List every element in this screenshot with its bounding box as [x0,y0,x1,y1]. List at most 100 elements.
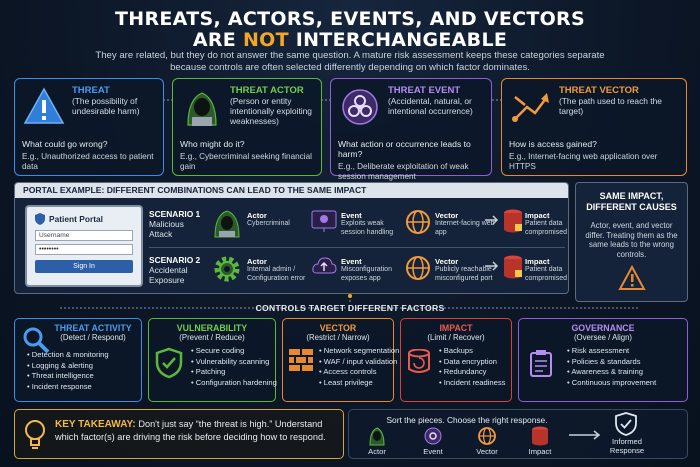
vector-desc: Internet-facing web app [435,220,495,236]
side-text: Actor, event, and vector differ. Treatin… [585,221,678,259]
card-threat-actor: THREAT ACTOR (Person or entity intention… [172,78,322,176]
magnifier-icon [23,327,50,354]
portal-title: Patient Portal [49,214,103,224]
card-title: THREAT [72,85,110,96]
card-question: Who might do it? [180,139,245,149]
subtitle: They are related, but they do not answer… [95,50,605,73]
control-item: Continuous improvement [567,378,681,389]
control-vulnerability: VULNERABILITY (Prevent / Reduce) Secure … [148,318,277,402]
card-title: THREAT EVENT [388,85,461,96]
vector-label: Vector [435,211,459,220]
control-item: Logging & alerting [27,361,135,372]
card-threat-vector: THREAT VECTOR (The path used to reach th… [501,78,687,176]
actor-desc: Internal admin / Configuration error [247,266,306,282]
card-question: How is access gained? [509,139,597,149]
control-item: Access controls [319,367,387,378]
card-example: E.g., Internet-facing web application ov… [509,152,658,171]
bug-screen-icon [311,210,337,232]
hacker-icon [187,92,217,126]
control-item: Threat intelligence [27,371,135,382]
divider [149,247,565,248]
database-lock-icon [504,255,522,279]
control-title: VECTOR [319,323,357,333]
control-item: Patching [191,367,269,378]
arrow-right-icon [569,430,601,440]
warning-icon [617,264,646,290]
cloud-upload-icon [312,257,337,274]
sort-item-event: Event [423,447,443,456]
control-item: Least privilege [319,378,387,389]
control-sub: (Prevent / Reduce) [179,333,245,342]
actor-label: Actor [247,211,267,220]
card-title: THREAT VECTOR [559,85,639,96]
control-item: Configuration hardening [191,378,277,389]
arrow-right-icon [485,261,499,271]
sort-pieces-box: Sort the pieces. Choose the right respon… [348,409,688,459]
event-desc: Exploits weak session handling [341,220,394,236]
database-restore-icon [408,349,430,373]
control-item: Policies & standards [567,357,681,368]
control-sub: (Restrict / Narrow) [306,333,370,342]
page-title-line2: ARE NOT INTERCHANGEABLE [0,29,700,51]
takeaway-text2: Understand which factor(s) are driving t… [55,419,326,442]
sort-result: Informed Response [609,437,645,455]
sort-item-impact: Impact [528,447,552,456]
password-field[interactable]: •••••••• [35,244,133,255]
title-pre: ARE [192,29,243,51]
clipboard-icon [530,350,552,377]
actor-desc: Cybercriminal [247,220,290,227]
warning-icon [23,87,65,124]
vector-desc: Publicly reachable misconfigured port [435,266,493,282]
control-item: Vulnerability scanning [191,357,270,368]
control-title: GOVERNANCE [571,323,635,333]
card-desc: (The possibility of undesirable harm) [72,96,140,116]
event-label: Event [341,211,362,220]
takeaway-text1: Don't just say “the threat is high.” [138,419,273,429]
control-item: Secure coding [191,346,269,357]
card-desc: (Person or entity intentionally exploiti… [230,96,312,126]
controls-label: CONTROLS TARGET DIFFERENT FACTORS [255,303,445,313]
control-item: Backups [439,346,505,357]
control-item: WAF / input validation [319,357,398,368]
control-governance: GOVERNANCE (Oversee / Align) Risk assess… [518,318,688,402]
database-lock-icon [504,209,522,233]
control-title: IMPACT [439,323,473,333]
title-post: INTERCHANGEABLE [288,29,508,51]
page-title-line1: THREATS, ACTORS, EVENTS, AND VECTORS [115,8,585,30]
card-question: What could go wrong? [22,139,108,149]
username-field[interactable]: Username [35,230,133,241]
card-title: THREAT ACTOR [230,85,304,96]
title-highlight: NOT [242,29,289,51]
side-title: SAME IMPACT, DIFFERENT CAUSES [586,191,677,212]
control-sub: (Oversee / Align) [573,333,633,342]
control-item: Redundancy [439,367,505,378]
portal-login-mock: Patient Portal Username •••••••• Sign In [25,205,143,287]
impact-desc: Patient data compromised [525,220,568,236]
arrow-right-icon [485,215,499,225]
control-item: Network segmentation [319,346,400,357]
key-takeaway-box: KEY TAKEAWAY: Don't just say “the threat… [14,409,344,459]
control-item: Risk assessment [567,346,681,357]
impact-desc: Patient data compromised [525,266,568,282]
impact-label: Impact [525,211,550,220]
scenario-name: Malicious Attack [149,219,184,239]
control-item: Awareness & training [567,367,681,378]
control-sub: (Detect / Respond) [60,333,126,342]
card-example: E.g., Unauthorized access to patient dat… [22,152,154,171]
card-desc: (Accidental, natural, or intentional occ… [388,96,473,116]
portal-example-panel: PORTAL EXAMPLE: DIFFERENT COMBINATIONS C… [14,182,569,294]
globe-icon [478,427,496,445]
control-vector: VECTOR (Restrict / Narrow) Network segme… [282,318,400,402]
sort-item-vector: Vector [476,447,498,456]
shield-check-icon [615,412,637,436]
impact-label: Impact [525,257,550,266]
card-question: What action or occurrence leads to harm? [338,139,471,159]
actor-label: Actor [247,257,267,266]
biohazard-icon [342,89,378,125]
sign-in-button[interactable]: Sign In [35,260,133,273]
path-arrows-icon [512,93,549,122]
